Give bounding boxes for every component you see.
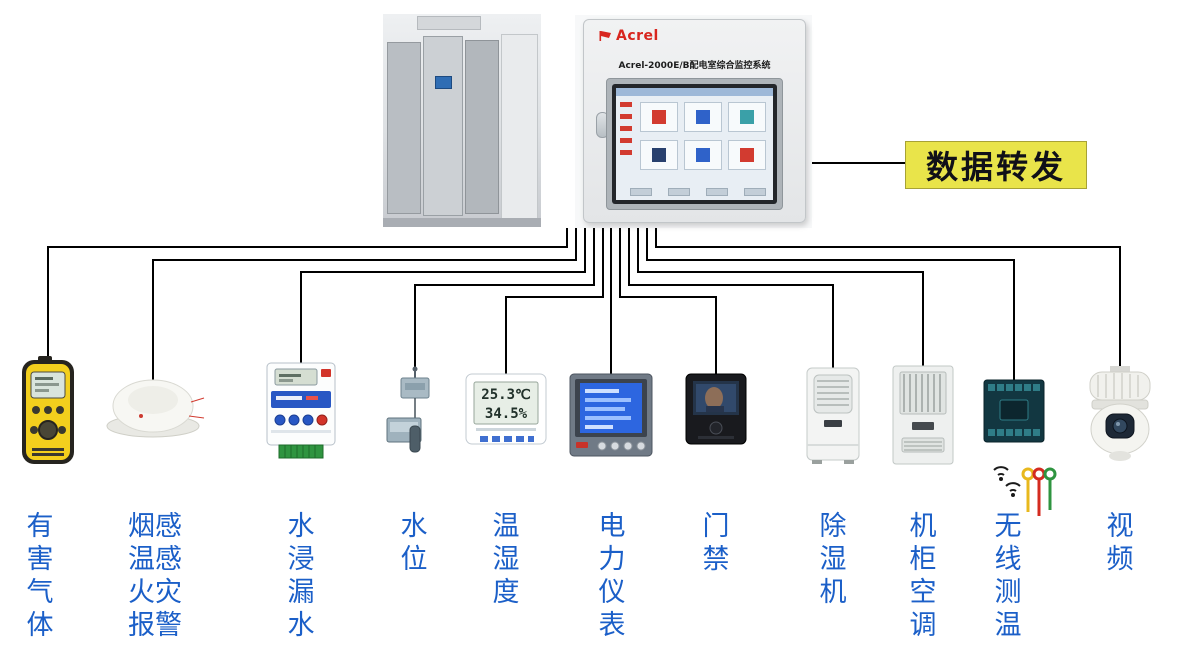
wire-water-leak <box>300 228 586 368</box>
gas-detector-icon <box>22 356 74 464</box>
temp-humidity-sensor-icon: 25.3℃ 34.5% <box>465 373 547 445</box>
wire-dehumidifier <box>628 228 834 372</box>
device-water-level <box>385 366 445 470</box>
alarm-item <box>620 138 632 143</box>
switchgear-room-photo <box>383 14 541 227</box>
device-video-camera <box>1078 366 1162 472</box>
alarm-item <box>620 150 632 155</box>
wire-harmful-gas <box>47 228 568 366</box>
screen-button <box>668 188 690 196</box>
screen-tile <box>728 140 766 170</box>
wireless-temp-icon <box>983 379 1057 516</box>
wireless-signal-icon <box>993 466 1021 492</box>
screen-bezel <box>612 84 777 204</box>
photo-ceiling-unit <box>417 16 481 30</box>
photo-cabinet-right <box>465 40 499 214</box>
label-temp-humidity: 温 湿 度 <box>492 511 520 608</box>
dome-camera-icon <box>1089 366 1151 461</box>
device-smoke-fire-alarm <box>105 372 205 444</box>
alarm-item <box>620 102 632 107</box>
tile-icon <box>696 148 710 162</box>
label-dehumidifier: 除 湿 机 <box>819 511 847 608</box>
wire-cabinet-ac <box>637 228 924 370</box>
device-access-control <box>684 372 748 450</box>
brand-row: Acrel <box>598 28 659 44</box>
device-temp-humidity: 25.3℃ 34.5% <box>464 372 548 454</box>
acrel-logo-icon <box>599 31 611 41</box>
alarm-item <box>620 114 632 119</box>
access-control-icon <box>685 373 747 445</box>
cabinet-ac-icon <box>892 365 954 465</box>
label-access-control: 门 禁 <box>702 511 730 575</box>
screen-tile <box>640 102 678 132</box>
device-wireless-temp <box>976 378 1062 532</box>
screen-tile <box>684 140 722 170</box>
label-video: 视 频 <box>1106 511 1134 575</box>
label-smoke-fire: 烟感 温感 火灾 报警 <box>128 511 182 641</box>
smoke-detector-icon <box>106 379 205 438</box>
device-harmful-gas <box>16 356 80 472</box>
device-power-meter <box>568 372 654 462</box>
panel-enclosure: Acrel Acrel-2000E/B配电室综合监控系统 <box>583 19 806 223</box>
photo-open-door <box>501 34 538 220</box>
wire-access-control <box>619 228 717 378</box>
label-water-leak: 水 浸 漏 水 <box>287 511 315 641</box>
wire-wireless-temp <box>646 228 1015 384</box>
temp-probes-icon <box>1021 467 1057 516</box>
monitoring-panel: Acrel Acrel-2000E/B配电室综合监控系统 <box>575 15 812 228</box>
device-water-leak <box>262 360 340 466</box>
tile-icon <box>696 110 710 124</box>
photo-cabinet-screen <box>435 76 452 89</box>
water-leak-module-icon <box>266 362 336 459</box>
photo-cabinet-center <box>423 36 463 216</box>
screen-tile <box>684 102 722 132</box>
power-meter-icon <box>569 373 653 457</box>
tile-icon <box>652 110 666 124</box>
screen-display <box>616 88 773 200</box>
panel-screen <box>606 78 783 210</box>
tile-icon <box>652 148 666 162</box>
device-cabinet-ac <box>890 364 956 472</box>
label-harmful-gas: 有 害 气 体 <box>26 511 54 641</box>
screen-button <box>706 188 728 196</box>
wire-water-level <box>414 228 595 372</box>
dehumidifier-icon <box>806 367 860 464</box>
label-wireless-temp: 无 线 测 温 <box>994 511 1022 641</box>
panel-title: Acrel-2000E/B配电室综合监控系统 <box>618 61 771 71</box>
wire-temp-humidity <box>505 228 604 380</box>
device-dehumidifier <box>804 366 862 470</box>
screen-titlebar <box>616 88 773 96</box>
label-power-meter: 电 力 仪 表 <box>598 511 626 641</box>
screen-button <box>630 188 652 196</box>
temp-reading: 25.3℃ <box>481 387 531 403</box>
screen-tile <box>728 102 766 132</box>
humidity-reading: 34.5% <box>485 406 528 422</box>
photo-cabinet-left <box>387 42 421 214</box>
label-water-level: 水 位 <box>400 511 428 575</box>
brand-name: Acrel <box>616 28 659 44</box>
label-cabinet-ac: 机 柜 空 调 <box>909 511 937 641</box>
screen-button <box>744 188 766 196</box>
screen-tile <box>640 140 678 170</box>
tile-icon <box>740 148 754 162</box>
photo-floor <box>383 218 541 227</box>
water-level-sensor-icon <box>386 366 430 453</box>
wire-smoke-fire <box>152 228 577 382</box>
wire-video <box>655 228 1121 372</box>
tile-icon <box>740 110 754 124</box>
alarm-item <box>620 126 632 131</box>
data-forward-label: 数据转发 <box>905 141 1087 189</box>
